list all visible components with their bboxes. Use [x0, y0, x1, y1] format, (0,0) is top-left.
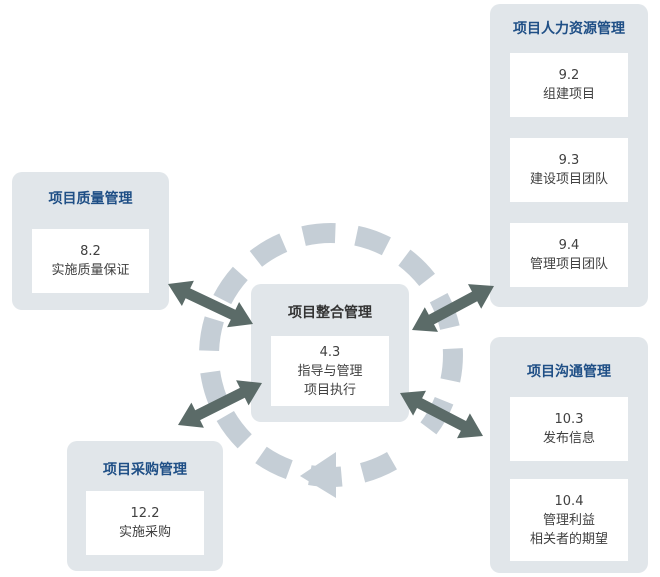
hr-card-9-3: 9.3 建设项目团队 [510, 138, 628, 202]
integration-panel: 项目整合管理 4.3 指导与管理 项目执行 [251, 284, 409, 422]
cycle-dash [359, 451, 397, 483]
hr-label: 组建项目 [542, 87, 595, 102]
cycle-dash [255, 446, 293, 480]
comm-label: 发布信息 [542, 431, 595, 446]
integration-line: 项目执行 [303, 382, 356, 398]
hr-label: 建设项目团队 [529, 172, 608, 187]
comm-label: 相关者的期望 [529, 531, 608, 547]
arrow-hr [412, 284, 494, 332]
hr-code: 9.4 [558, 238, 580, 253]
integration-title: 项目整合管理 [288, 305, 372, 321]
hr-panel: 项目人力资源管理 9.2 组建项目 9.3 建设项目团队 9.4 管理项目团队 [490, 4, 648, 307]
cycle-arrowhead [300, 452, 336, 498]
hr-card-9-4: 9.4 管理项目团队 [510, 223, 628, 287]
quality-panel: 项目质量管理 8.2 实施质量保证 [12, 172, 169, 310]
procurement-card: 12.2 实施采购 [86, 491, 204, 555]
comm-card-10-4: 10.4 管理利益 相关者的期望 [510, 479, 628, 561]
cycle-dash [216, 410, 252, 449]
integration-code: 4.3 [319, 344, 341, 360]
hr-code: 9.3 [558, 153, 580, 168]
cycle-dash [199, 316, 224, 352]
procurement-label: 实施采购 [118, 525, 171, 540]
cycle-dash [354, 225, 391, 256]
comm-panel: 项目沟通管理 10.3 发布信息 10.4 管理利益 相关者的期望 [490, 337, 648, 573]
integration-card: 4.3 指导与管理 项目执行 [271, 336, 389, 406]
cycle-dash [213, 266, 248, 305]
hr-title: 项目人力资源管理 [513, 21, 625, 37]
comm-title: 项目沟通管理 [527, 364, 611, 380]
quality-code: 8.2 [80, 244, 101, 259]
arrow-quality [168, 280, 253, 328]
procurement-panel: 项目采购管理 12.2 实施采购 [67, 441, 223, 571]
arrow-procurement [178, 380, 262, 428]
cycle-dash [249, 233, 288, 267]
hr-label: 管理项目团队 [529, 257, 608, 272]
hr-card-9-2: 9.2 组建项目 [510, 53, 628, 117]
hr-code: 9.2 [558, 68, 580, 83]
quality-title: 项目质量管理 [48, 191, 133, 207]
cycle-dash [440, 348, 463, 383]
procurement-code: 12.2 [130, 506, 160, 521]
arrow-comm [400, 390, 483, 439]
comm-card-10-3: 10.3 发布信息 [510, 397, 628, 461]
comm-label: 管理利益 [542, 512, 595, 528]
quality-card: 8.2 实施质量保证 [32, 229, 149, 293]
procurement-title: 项目采购管理 [103, 462, 187, 478]
comm-code: 10.3 [554, 412, 584, 427]
integration-line: 指导与管理 [297, 363, 363, 379]
cycle-dash [301, 223, 336, 246]
cycle-ring [199, 223, 463, 487]
comm-code: 10.4 [554, 493, 584, 509]
cycle-dash [398, 249, 435, 287]
quality-label: 实施质量保证 [51, 263, 130, 278]
